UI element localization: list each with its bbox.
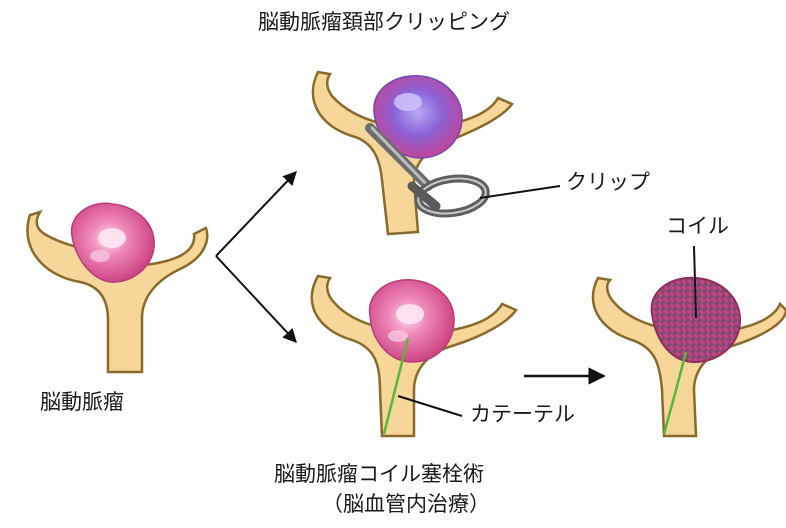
endovascular-subtitle: （脳血管内治療） xyxy=(322,494,490,515)
aneurysm-label: 脳動脈瘤 xyxy=(40,392,124,413)
clip-pointer xyxy=(480,186,560,198)
coil-label: コイル xyxy=(666,216,729,237)
clip-label: クリップ xyxy=(566,172,650,193)
catheter-label: カテーテル xyxy=(470,404,575,425)
arrow-to-clipping xyxy=(216,172,296,256)
clipping-title: 脳動脈瘤頚部クリッピング xyxy=(258,12,510,33)
coil-embolization-title: 脳動脈瘤コイル塞栓術 xyxy=(274,464,484,485)
arrow-to-coiling xyxy=(216,256,296,342)
